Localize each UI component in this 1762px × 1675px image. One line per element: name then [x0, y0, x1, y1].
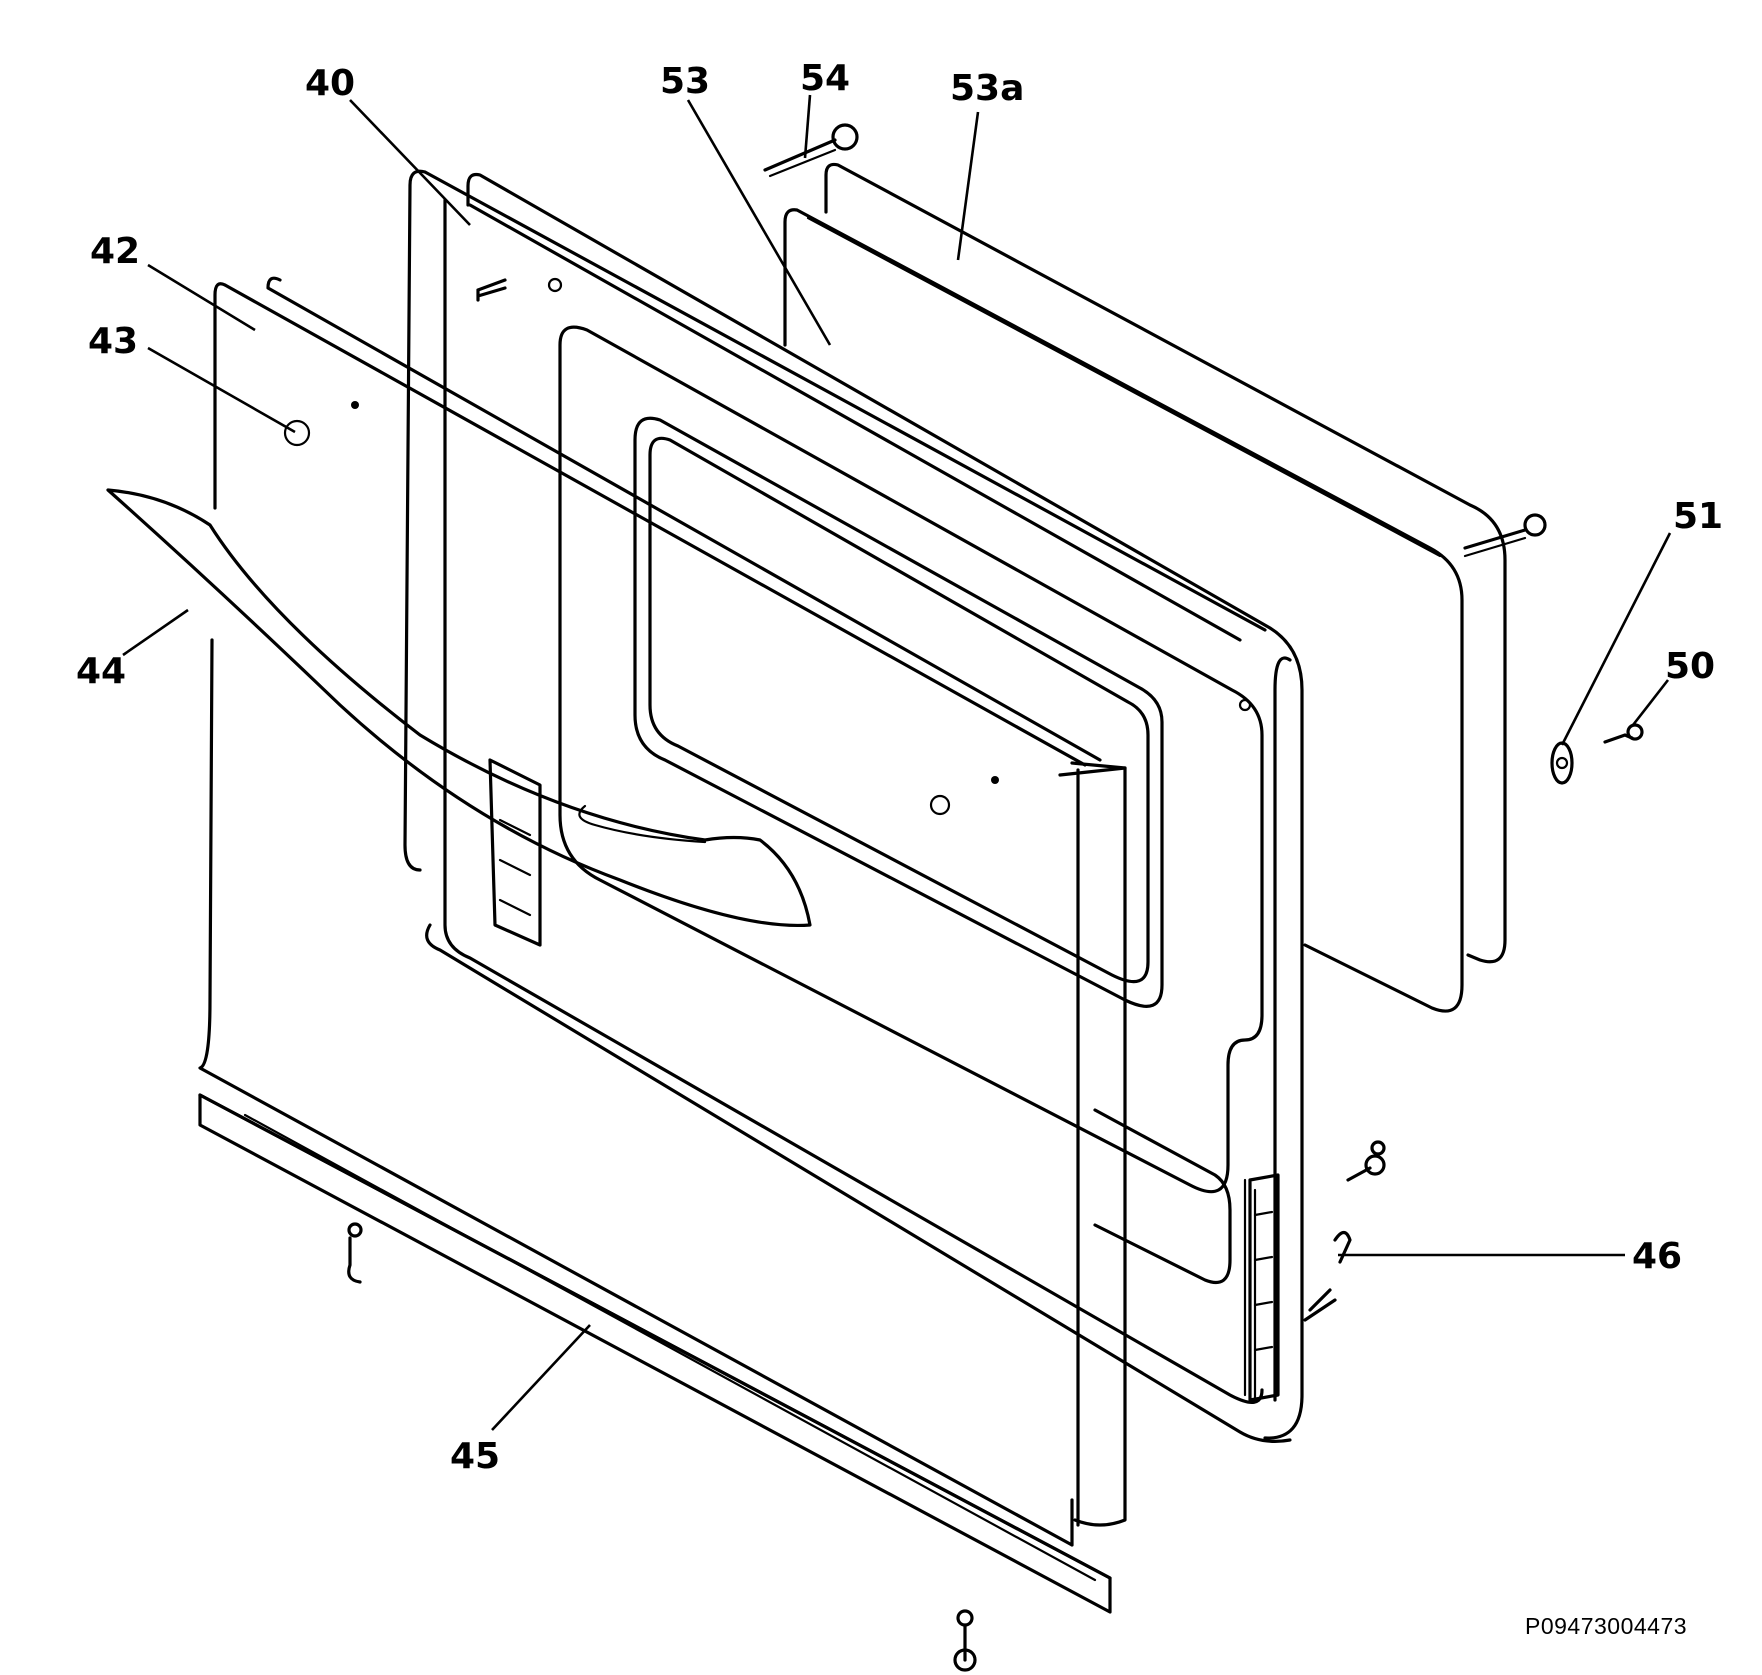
callout-40: 40 — [305, 63, 355, 104]
fasteners — [347, 123, 1644, 1672]
callout-44: 44 — [76, 651, 126, 692]
inner-door-frame — [466, 172, 1304, 1440]
callout-42: 42 — [90, 231, 140, 272]
callout-45: 45 — [450, 1436, 500, 1477]
outer-glass-panel — [198, 276, 1102, 1547]
callout-46: 46 — [1632, 1236, 1682, 1277]
callout-53: 53 — [660, 61, 710, 102]
drawing-reference-code: P09473004473 — [1525, 1613, 1688, 1639]
hinge-brackets — [488, 758, 1337, 1402]
callout-43: 43 — [88, 321, 138, 362]
callout-51: 51 — [1673, 496, 1723, 537]
inner-glass-panel — [1058, 761, 1127, 1527]
callout-labels: 40 42 43 44 45 46 50 51 53 53a 54 — [76, 58, 1723, 1477]
door-handle — [106, 488, 812, 928]
rear-glass-panel — [783, 162, 1507, 1013]
bottom-trim-strip — [198, 1093, 1112, 1614]
callout-54: 54 — [800, 58, 850, 99]
callout-50: 50 — [1665, 646, 1715, 687]
callout-53a: 53a — [950, 68, 1024, 109]
outer-door-panel — [403, 169, 1292, 1443]
callout-leaders — [122, 94, 1672, 1431]
